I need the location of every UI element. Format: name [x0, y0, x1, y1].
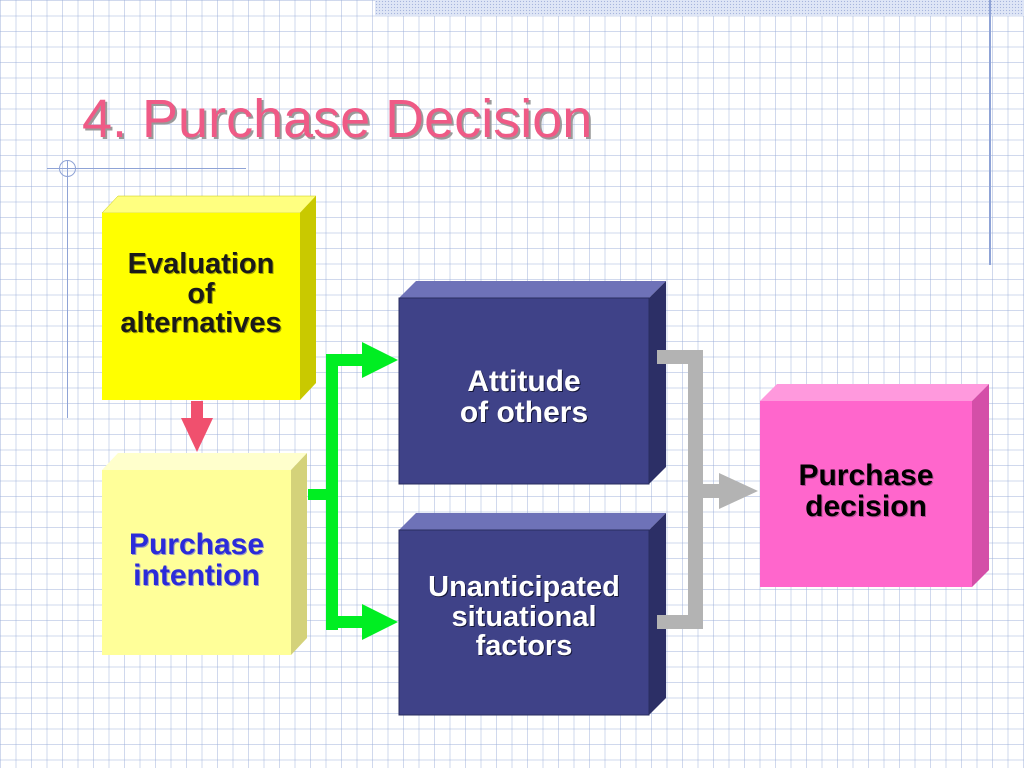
evaluation-to-intention-arrow	[181, 401, 213, 452]
evaluation-label: Evaluation of alternatives	[102, 213, 300, 400]
unanticipated-label-line-2: situational	[451, 600, 597, 633]
attitude-label-line-1: Attitude	[467, 365, 581, 399]
decision-box	[760, 384, 989, 587]
factors-bracket-arrow	[657, 350, 758, 629]
evaluation-label-line-2: of	[187, 277, 215, 310]
title-underline	[47, 168, 246, 169]
decorative-circle	[59, 160, 76, 177]
intention-label-line-1: Purchase	[128, 527, 265, 561]
unanticipated-box	[398, 513, 666, 716]
top-decorative-band	[375, 0, 1024, 16]
intention-label: Purchase intention	[102, 470, 291, 655]
evaluation-label-line-3: alternatives	[120, 307, 282, 340]
intention-box	[102, 453, 307, 655]
left-decorative-line	[67, 160, 68, 418]
attitude-label: Attitude of others	[399, 298, 649, 484]
unanticipated-label: Unanticipated situational factors	[399, 530, 649, 715]
intention-branch-arrows	[308, 342, 398, 640]
unanticipated-label-line-1: Unanticipated	[428, 571, 620, 604]
decision-label: Purchase decision	[760, 401, 972, 587]
intention-label-line-2: intention	[133, 558, 260, 592]
attitude-label-line-2: of others	[459, 396, 589, 429]
right-decorative-line	[989, 0, 991, 265]
evaluation-label-line-1: Evaluation	[127, 248, 275, 281]
unanticipated-label-line-3: factors	[475, 630, 573, 663]
decision-label-line-1: Purchase	[798, 459, 934, 493]
evaluation-box	[101, 195, 317, 400]
decision-label-line-2: decision	[805, 490, 927, 523]
attitude-box	[398, 281, 666, 485]
slide-title: 4. Purchase Decision	[82, 89, 593, 149]
